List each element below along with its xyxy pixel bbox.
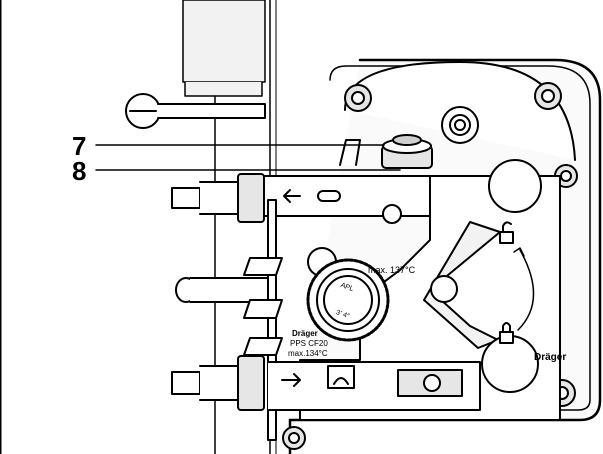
top-connector — [339, 134, 433, 169]
apl-dial — [306, 258, 390, 342]
center-plate — [299, 159, 561, 421]
inlet-port-middle — [175, 277, 269, 303]
lock-icon — [499, 322, 514, 344]
lower-port-block — [267, 361, 481, 411]
marking-brand-right: Dräger — [534, 352, 566, 363]
inlet-port-upper — [171, 173, 265, 223]
locking-knob — [125, 93, 266, 129]
mounting-column — [0, 0, 277, 454]
callout-7: 7 — [72, 131, 87, 161]
marking-apl: APL — [340, 282, 355, 293]
marking-brand-left: Dräger — [292, 329, 318, 338]
marking-temp-left: max.134°C — [288, 349, 328, 358]
unlock-icon — [499, 221, 514, 244]
upper-port-block — [261, 175, 441, 224]
marking-temp-top: max. 137°C — [368, 265, 416, 275]
inlet-port-lower — [171, 355, 265, 411]
callout-8: 8 — [72, 156, 87, 186]
marking-model: PPS CF20 — [290, 339, 328, 348]
marking-dial-scale: 3′ 4″ — [335, 309, 351, 320]
